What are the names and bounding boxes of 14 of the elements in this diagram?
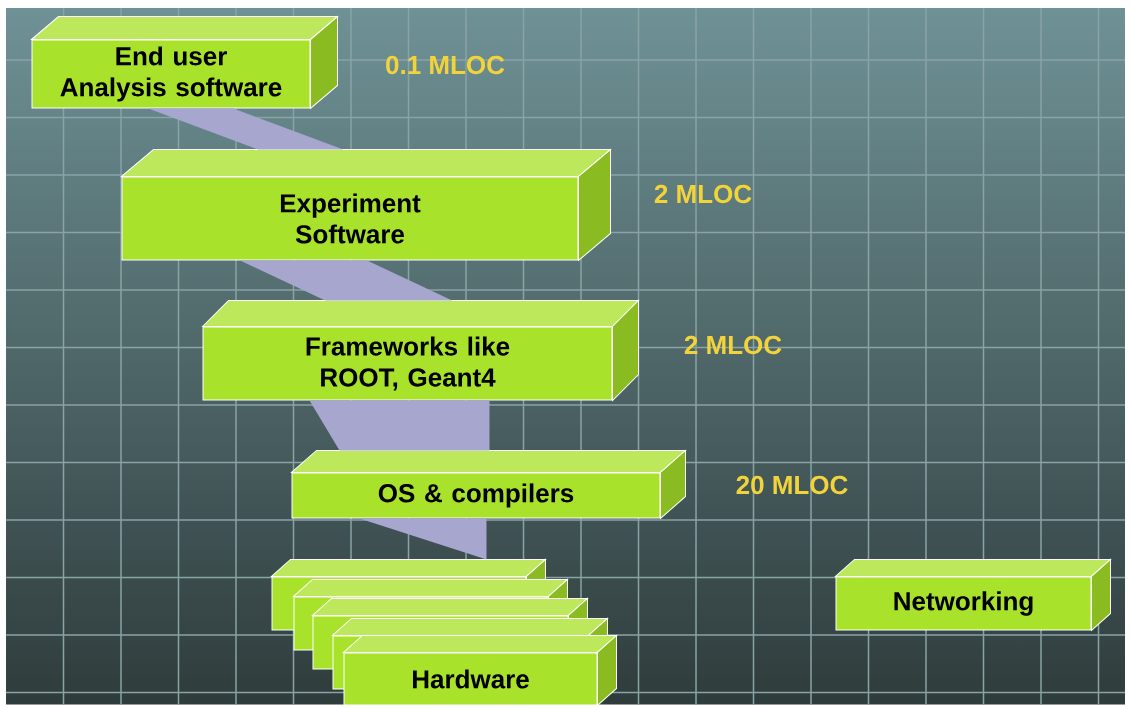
block: Experiment Software xyxy=(121,149,611,261)
arrow-band xyxy=(309,400,490,451)
arrow-band xyxy=(240,260,453,301)
block: Frameworks like ROOT, Geant4 xyxy=(202,300,639,401)
arrow-band xyxy=(359,518,487,560)
size-label: 2 MLOC xyxy=(684,335,782,355)
size-label: 0.1 MLOC xyxy=(386,55,505,75)
size-label: 2 MLOC xyxy=(654,184,752,204)
block: Networking xyxy=(835,559,1111,631)
size-label: 20 MLOC xyxy=(736,475,848,495)
block: Hardware xyxy=(343,635,617,706)
arrow-band xyxy=(148,108,344,150)
block: OS & compilers xyxy=(291,450,686,519)
block: End user Analysis software xyxy=(31,16,338,109)
